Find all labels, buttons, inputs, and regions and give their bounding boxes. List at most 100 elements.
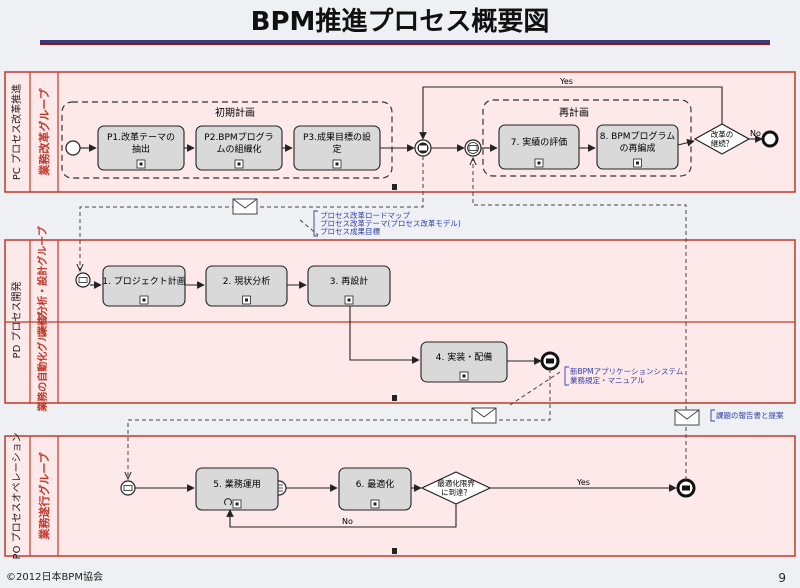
task-o6: 6. 最適化 [338, 467, 412, 511]
lane-label: 業務改革グループ [37, 87, 51, 176]
flow-label-no: No [750, 129, 761, 138]
flow-label-no: No [342, 517, 353, 526]
annotation-line: 課題の報告書と提案 [716, 410, 784, 420]
task-box [420, 341, 508, 383]
subprocess-marker-dot [245, 298, 248, 302]
message-end-event-ops [676, 478, 696, 498]
annotation-line: 新BPMアプリケーションシステム [570, 366, 683, 376]
page-title: BPM推進プロセス概要図 [251, 7, 550, 37]
task-box [205, 265, 288, 307]
task-box [338, 467, 412, 511]
lane-label-analysis: 業務分析・設計グループ [36, 225, 49, 336]
sequence-flows [80, 86, 763, 528]
task-box [596, 124, 679, 170]
task-d2: 2. 現状分析 [205, 265, 288, 307]
group-replan [482, 99, 692, 177]
annotation-2: 新BPMアプリケーションシステム 業務規定・マニュアル [564, 366, 683, 386]
task-o5: 5. 業務運用 [195, 467, 279, 511]
task-label-line: 3. 再設計 [330, 275, 368, 287]
task-label-line: の再編成 [619, 142, 655, 154]
task-label-line: 8. BPMプログラム [600, 130, 676, 142]
task-box [307, 265, 391, 307]
gateway-continue-reform: 改革の 継続？ [693, 123, 751, 155]
task-label-line: 定 [332, 143, 341, 155]
end-event [761, 130, 779, 148]
task-label-line: P1.改革テーマの [107, 131, 175, 143]
subprocess-marker-dot [335, 162, 339, 166]
lane-label: 業務遂行グループ [37, 451, 51, 540]
pool-process-development: PD プロセス開発 業務分析・設計グループ 業務の自動化グループ [4, 225, 796, 413]
task-label-line: P2.BPMプログラ [204, 131, 273, 143]
annotation-line: プロセス改革ロードマップ [320, 210, 410, 220]
subprocess-marker-dot [237, 162, 241, 166]
header-rule-accent [40, 43, 770, 45]
subprocess-marker-dot [373, 502, 377, 506]
group-label-initial-plan: 初期計画 [215, 106, 255, 119]
start-event [65, 140, 81, 156]
annotation-line: プロセス成果目標 [320, 226, 380, 236]
task-d1: 1. プロジェクト計画 [102, 265, 186, 307]
task-label-line: 4. 実装・配備 [436, 351, 492, 363]
message-envelope-3 [674, 409, 700, 426]
task-box [102, 265, 186, 307]
message-start-event-dev [75, 272, 91, 288]
lane-label-automation: 業務の自動化グループ [36, 311, 49, 412]
subprocess-marker-dot [347, 298, 351, 302]
subprocess-marker-dot [235, 502, 239, 506]
task-label-line: ムの組織化 [216, 143, 261, 155]
page-number: 9 [778, 571, 786, 585]
subprocess-marker-dot [636, 161, 639, 165]
annotation-1: プロセス改革ロードマップ プロセス改革テーマ(プロセス改革モデル) プロセス成果… [313, 210, 461, 237]
subprocess-marker-dot [462, 374, 466, 378]
annotation-line: 業務規定・マニュアル [570, 375, 645, 385]
message-flows [80, 156, 687, 480]
gateway-label-line: に到達？ [441, 487, 471, 497]
annotation-3: 課題の報告書と提案 [710, 409, 784, 422]
message-envelope-1 [232, 198, 258, 215]
task-d3: 3. 再設計 [307, 265, 391, 307]
task-label-line: 5. 業務運用 [213, 478, 260, 490]
group-label-replan: 再計画 [559, 106, 589, 119]
task-label-line: 抽出 [132, 143, 150, 155]
message-end-event-dev [540, 351, 560, 371]
loop-marker-icon [224, 498, 232, 506]
task-box [195, 467, 279, 511]
task-label-line: 2. 現状分析 [223, 275, 270, 287]
footer-copyright: ©2012日本BPM協会 [6, 570, 103, 583]
task-label-line: 6. 最適化 [356, 478, 394, 490]
subprocess-marker-dot [142, 298, 146, 302]
pool-label: PD プロセス開発 [10, 282, 23, 359]
group-initial-plan [61, 101, 393, 179]
task-box [195, 125, 283, 171]
gateway-label-line: 最適化限界 [437, 478, 475, 488]
message-envelope-2 [471, 407, 497, 424]
task-t7: 7. 実績の評価 [498, 124, 580, 170]
message-start-event-ops [120, 480, 136, 496]
task-label-line: P3.成果目標の設 [303, 131, 371, 143]
gateway-label-line: 改革の [711, 129, 734, 139]
pool-label: PC プロセス改革推進 [10, 84, 23, 180]
task-box [498, 124, 580, 170]
pool-label: PO プロセスオペレーション [11, 433, 23, 560]
pool-markers [392, 184, 397, 554]
subprocess-marker-dot [139, 162, 143, 166]
task-label-line: 1. プロジェクト計画 [102, 275, 185, 287]
task-box [293, 125, 381, 171]
subprocess-marker-dot [537, 161, 541, 165]
annotation-line: プロセス改革テーマ(プロセス改革モデル) [320, 218, 461, 228]
task-d4: 4. 実装・配備 [420, 341, 508, 383]
message-throw-event-1 [414, 139, 432, 157]
header-rule [40, 40, 770, 43]
flow-label-yes: Yes [559, 77, 573, 86]
gateway-optimization-limit: 最適化限界 に到達？ [420, 471, 492, 505]
task-label-line: 7. 実績の評価 [511, 136, 567, 148]
message-catch-event-1 [464, 139, 482, 157]
gateway-label-line: 継続？ [711, 138, 734, 148]
flow-label-yes: Yes [576, 478, 590, 487]
